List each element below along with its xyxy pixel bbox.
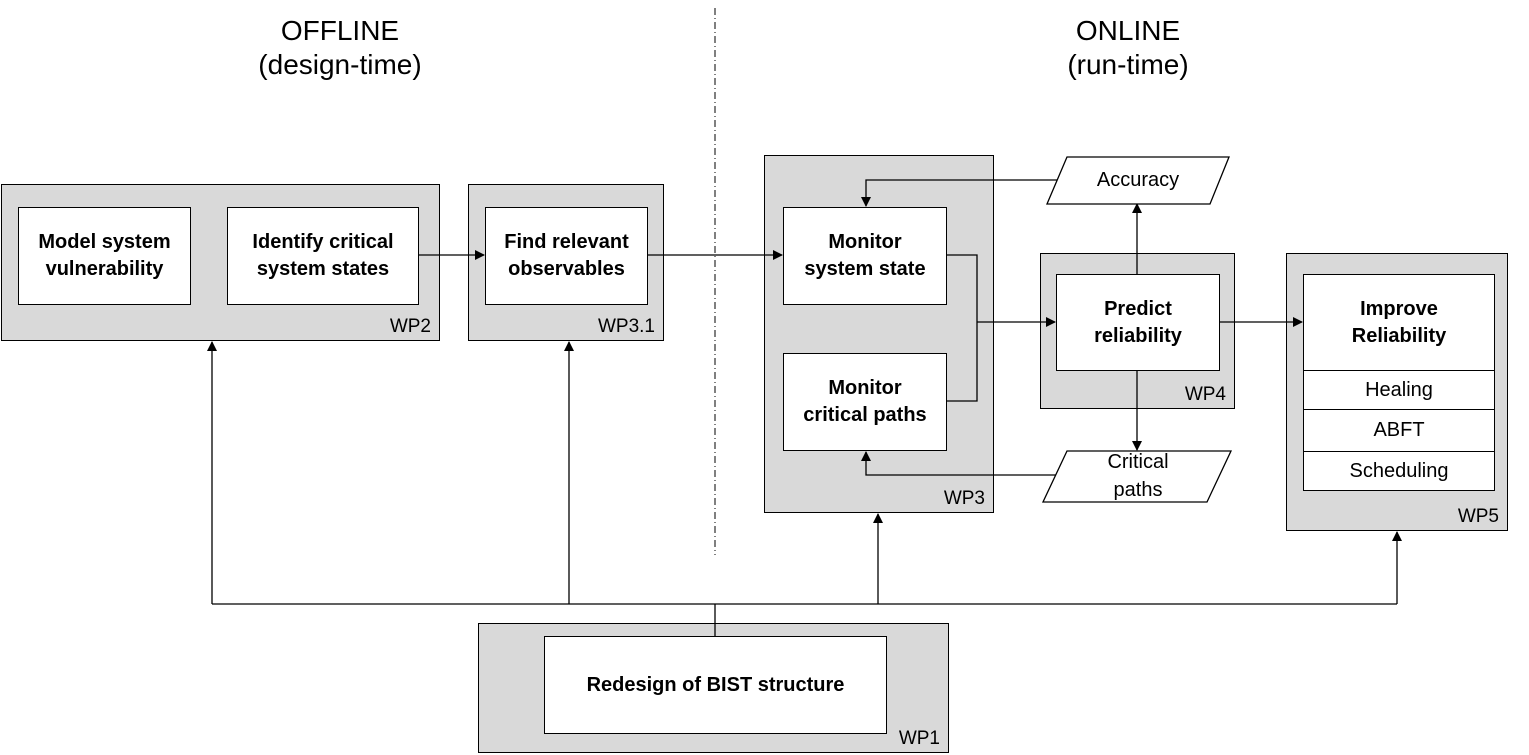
predict-reliability-box: Predict reliability	[1056, 274, 1220, 371]
wp3-1-label: WP3.1	[597, 316, 655, 337]
improve-item-scheduling: Scheduling	[1303, 451, 1495, 491]
critical-paths-parallelogram	[1041, 450, 1233, 503]
wp5-label: WP5	[1457, 506, 1499, 527]
redesign-bist-box: Redesign of BIST structure	[544, 636, 887, 734]
improve-reliability-box: Improve Reliability	[1303, 274, 1495, 371]
wp1-label: WP1	[898, 728, 940, 749]
wp4-label: WP4	[1184, 384, 1226, 405]
model-vulnerability-box: Model system vulnerability	[18, 207, 191, 305]
arrow-accuracy-feedback	[861, 179, 1058, 207]
identify-states-box: Identify critical system states	[227, 207, 419, 305]
monitor-paths-box: Monitor critical paths	[783, 353, 947, 451]
offline-heading: OFFLINE (design-time)	[258, 15, 422, 80]
monitor-state-box: Monitor system state	[783, 207, 947, 305]
arrow-critical-paths-feedback	[861, 451, 1056, 476]
connector-monitors-merge	[947, 254, 978, 402]
critical-paths-label: Critical paths	[1107, 451, 1169, 501]
wp3-label: WP3	[943, 488, 985, 509]
improve-item-healing: Healing	[1303, 370, 1495, 410]
accuracy-label: Accuracy	[1096, 169, 1180, 191]
improve-item-abft: ABFT	[1303, 409, 1495, 452]
accuracy-parallelogram	[1046, 156, 1230, 205]
online-heading: ONLINE (run-time)	[1067, 15, 1189, 80]
find-observables-box: Find relevant observables	[485, 207, 648, 305]
wp2-label: WP2	[389, 316, 431, 337]
